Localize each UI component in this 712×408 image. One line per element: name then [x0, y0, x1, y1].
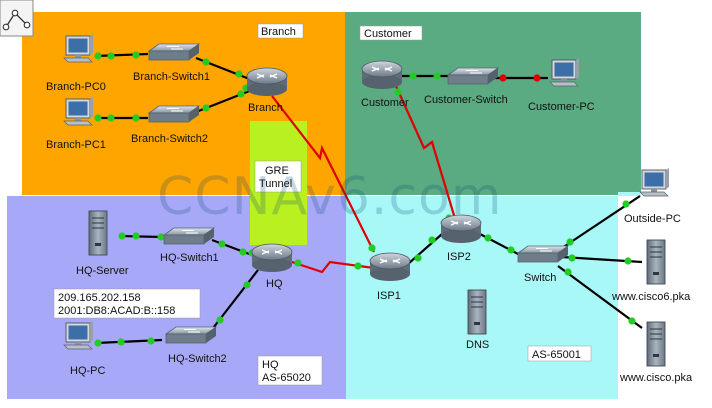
isp2-router-label: ISP2 — [447, 251, 471, 263]
link-hq-server-switch1 — [119, 234, 163, 239]
customer-switch[interactable]: Customer-Switch — [424, 67, 508, 106]
link-isp1-isp2 — [407, 233, 443, 265]
hq-switch1-label: HQ-Switch1 — [160, 252, 219, 264]
outside-pc-label: Outside-PC — [624, 213, 681, 225]
isp-switch-label: Switch — [524, 272, 556, 284]
tunnel-label-box — [254, 160, 302, 193]
hq-server-label: HQ-Server — [76, 265, 129, 277]
branch-pc0[interactable]: Branch-PC0 — [46, 33, 106, 93]
isp-switch[interactable]: Switch — [517, 245, 569, 284]
link-switch-cisco — [557, 265, 643, 329]
isp1-router[interactable]: ISP1 — [369, 252, 411, 302]
tunnel-label-line1: GRE — [265, 165, 289, 177]
link-branch-isp1 — [271, 95, 375, 253]
server-address-box — [53, 288, 201, 319]
hq-switch1[interactable]: HQ-Switch1 — [160, 227, 219, 264]
cisco-server[interactable]: www.cisco.pka — [619, 321, 693, 384]
hq-server[interactable]: HQ-Server — [76, 210, 129, 277]
hq-pc[interactable]: HQ-PC — [63, 320, 106, 377]
branch-router-label: Branch — [248, 102, 283, 114]
cisco6-server[interactable]: www.cisco6.pka — [611, 239, 691, 303]
hq-switch2[interactable]: HQ-Switch2 — [165, 326, 227, 365]
isp-zone-corner — [618, 192, 641, 196]
branch-router[interactable]: Branch — [246, 67, 288, 114]
isp-zone-label: AS-65001 — [532, 349, 581, 361]
link-hq-isp1 — [291, 260, 375, 274]
serial-links — [271, 85, 458, 274]
dns-server-label: DNS — [466, 339, 489, 351]
branch-switch1[interactable]: Branch-Switch1 — [133, 43, 210, 83]
link-status-dots — [94, 51, 636, 347]
hq-zone-label-line2: AS-65020 — [262, 372, 311, 384]
branch-switch2-label: Branch-Switch2 — [131, 133, 208, 145]
customer-pc[interactable]: Customer-PC — [528, 57, 595, 113]
link-customer-isp2 — [394, 85, 458, 223]
hq-router[interactable]: HQ — [251, 243, 293, 290]
branch-pc0-label: Branch-PC0 — [46, 81, 106, 93]
customer-zone-label-box — [359, 25, 423, 41]
branch-pc1[interactable]: Branch-PC1 — [46, 96, 106, 151]
cisco6-server-label: www.cisco6.pka — [611, 291, 691, 303]
hq-switch2-label: HQ-Switch2 — [168, 353, 227, 365]
hq-pc-label: HQ-PC — [70, 365, 106, 377]
hq-zone-label-box — [257, 355, 323, 386]
isp2-router[interactable]: ISP2 — [440, 214, 482, 263]
customer-router[interactable]: Customer — [361, 60, 409, 109]
customer-zone-label: Customer — [364, 28, 412, 40]
customer-switch-label: Customer-Switch — [424, 94, 508, 106]
branch-pc1-label: Branch-PC1 — [46, 139, 106, 151]
branch-zone-label: Branch — [261, 26, 296, 38]
hq-router-label: HQ — [266, 278, 283, 290]
watermark: CCNAv6.com — [157, 167, 503, 227]
hq-zone-label-line1: HQ — [262, 359, 279, 371]
dns-server[interactable]: DNS — [466, 289, 489, 351]
branch-switch1-label: Branch-Switch1 — [133, 71, 210, 83]
cisco-server-label: www.cisco.pka — [619, 372, 693, 384]
customer-zone — [345, 12, 641, 195]
branch-switch2[interactable]: Branch-Switch2 — [131, 105, 208, 145]
customer-pc-label: Customer-PC — [528, 101, 595, 113]
customer-router-label: Customer — [361, 97, 409, 109]
network-tool-icon[interactable] — [0, 0, 34, 37]
tunnel-label-line2: Tunnel — [259, 178, 292, 190]
server-ipv6-address: 2001:DB8:ACAD:B::158 — [58, 305, 175, 317]
server-ipv4-address: 209.165.202.158 — [58, 292, 141, 304]
branch-zone-label-box — [257, 23, 304, 39]
outside-pc[interactable]: Outside-PC — [624, 167, 681, 225]
isp1-router-label: ISP1 — [377, 290, 401, 302]
isp-zone-label-box — [527, 345, 592, 362]
